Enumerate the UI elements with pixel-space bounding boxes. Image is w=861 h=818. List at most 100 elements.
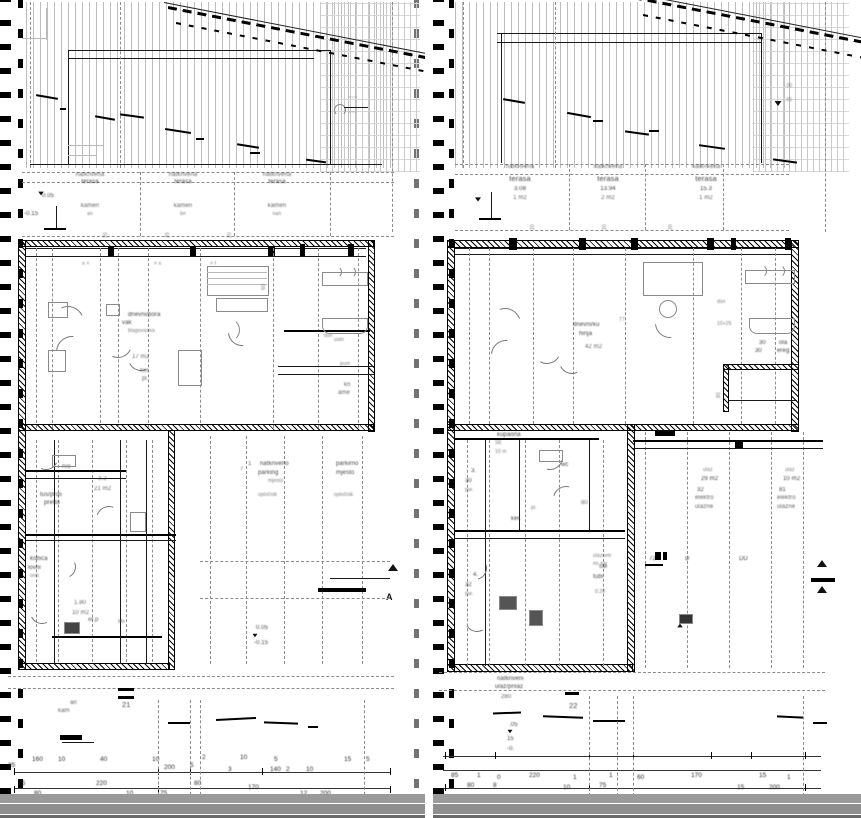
room-boiler-label: kotlica (30, 556, 48, 562)
fixture-label: ustn (334, 337, 344, 343)
fixture-sink-2 (322, 318, 368, 334)
roof-outline-top2 (68, 58, 314, 59)
low-wall-v2 (120, 440, 121, 664)
r-roof-outline-top (497, 33, 761, 34)
r-roof-vent-label: .00 (785, 83, 793, 89)
dim-b-3: 10 (126, 790, 133, 797)
r-low-fixture-3 (529, 610, 543, 626)
dim-row-b-line (14, 788, 390, 789)
dim-a-11: 140 (270, 766, 281, 773)
r-door-swing-2 (484, 333, 528, 377)
dim-a-0: 35 (8, 762, 16, 769)
room-store-finish2: Mn (118, 619, 126, 625)
r-room-living-label2: hinja (579, 331, 593, 337)
r-marker-30a: 30 (759, 340, 766, 346)
low-level-mark-2: -0.15 (254, 640, 269, 646)
grid-v-6 (200, 248, 201, 428)
r-dim-tick-5 (711, 752, 712, 759)
low-level-arrow-icon (252, 633, 258, 638)
r-fixture-bowl-1 (753, 264, 767, 278)
closet-4 (106, 304, 120, 316)
r-entry-note-2: ulaz/prilaz (495, 684, 524, 690)
r-entry-dash-1 (492, 711, 522, 715)
dim-a-10: 5 (274, 756, 278, 763)
level-arrow-icon (38, 191, 44, 196)
dim-leader-right2 (278, 374, 374, 375)
fixture-bowl-2 (344, 266, 356, 278)
parking-2-l2: mjesto (336, 470, 355, 476)
r-entry-line-1 (633, 440, 823, 442)
grid-v-1 (36, 248, 37, 428)
r-fixture-bowl-2 (771, 264, 785, 278)
r-marker-d2: DD (739, 556, 748, 562)
low-grid-4 (126, 440, 127, 662)
grid-v-9 (358, 248, 359, 428)
r-dim-row-c-line (443, 788, 821, 789)
room-store-area2: 10 m2 (72, 610, 90, 616)
room-kitchen-note2: ame (338, 390, 350, 396)
r-low-level-arrow-icon (507, 729, 513, 734)
room-shower-label2: pretto (44, 500, 60, 506)
low-fixture-2 (64, 622, 80, 634)
r-low-wall-2 (455, 530, 625, 532)
footing-band-bot (8, 688, 394, 689)
r-entry-number: 22 (569, 701, 578, 710)
dim-leader-right (278, 366, 374, 367)
r-low-wall-v2 (589, 440, 590, 530)
dim-a-13: 10 (306, 766, 314, 773)
r-wall-pier-3 (631, 238, 638, 250)
room-living-sub: blagovaona (128, 328, 155, 334)
roof-outline-left (68, 50, 69, 165)
r-grid-v-3 (533, 248, 534, 424)
r-service-2-label: ulaz (785, 467, 795, 473)
stair-tread-1 (207, 272, 267, 273)
r-appendix-line (729, 400, 797, 401)
r-roof-vent-label2: .01 (785, 97, 793, 103)
terrace-band-top2 (22, 182, 394, 183)
footing-number: 21 (122, 700, 131, 709)
r-entry-grid-5 (803, 432, 804, 668)
opening-mark-3: = f (210, 261, 216, 267)
low-wall-1 (26, 470, 126, 472)
r-room-wc-dim: 80 (581, 500, 588, 506)
dim-row-a-line (14, 772, 390, 773)
dim-b-1: 80 (34, 790, 41, 797)
r-fixture-sink-1 (745, 270, 795, 284)
r-entry-dash-4 (776, 715, 804, 719)
footing-dash-1 (168, 722, 190, 724)
r-service-1-tag2: ulazne (695, 504, 714, 510)
wall-top-line-b (26, 256, 366, 257)
r-dim-b-4: 15 (737, 784, 745, 791)
footing-bar-1 (118, 688, 134, 691)
r-roof-axis-3 (825, 2, 826, 232)
terrace-1-label: terasa (81, 179, 99, 185)
terrace-3-label: terasa (268, 179, 286, 185)
r-fixture-sink-2 (749, 318, 795, 334)
terrace-2-note: kamen (173, 203, 193, 209)
dim-tick-l5 (390, 768, 391, 775)
r-room-stairs-label: ste (599, 564, 608, 570)
r-marker-30b: 30 (755, 348, 762, 354)
footing-band-top (8, 676, 394, 677)
r-marker-line-1 (645, 564, 663, 566)
low-wall-v1 (54, 440, 55, 664)
r-dim-a-5: 1 (609, 772, 613, 779)
r-low-door-2 (548, 481, 584, 517)
closet-1 (48, 302, 68, 318)
r-section-arrow-bot-icon (817, 586, 827, 593)
parking-2-l1: parkirno (336, 461, 359, 467)
r-dim-tick-2 (495, 752, 496, 759)
r-service-2-area: 10 m2 (783, 476, 801, 482)
parking-mark-1: 1 (248, 461, 252, 467)
r-terrace-2-top: natkrivena (593, 164, 623, 170)
parking-mark-7: 7 (240, 466, 244, 472)
low-door-swing-2 (91, 501, 127, 537)
low-wall-4 (26, 540, 176, 541)
roof-vent-line (344, 107, 368, 108)
r-dim-row-a-line (443, 756, 821, 757)
wall-pier-2 (190, 246, 196, 256)
wall-right-upper (168, 430, 175, 670)
r-roof-outline-top2 (497, 42, 761, 43)
r-low-grid-5 (603, 440, 604, 666)
r-grid-v-1 (469, 248, 470, 424)
